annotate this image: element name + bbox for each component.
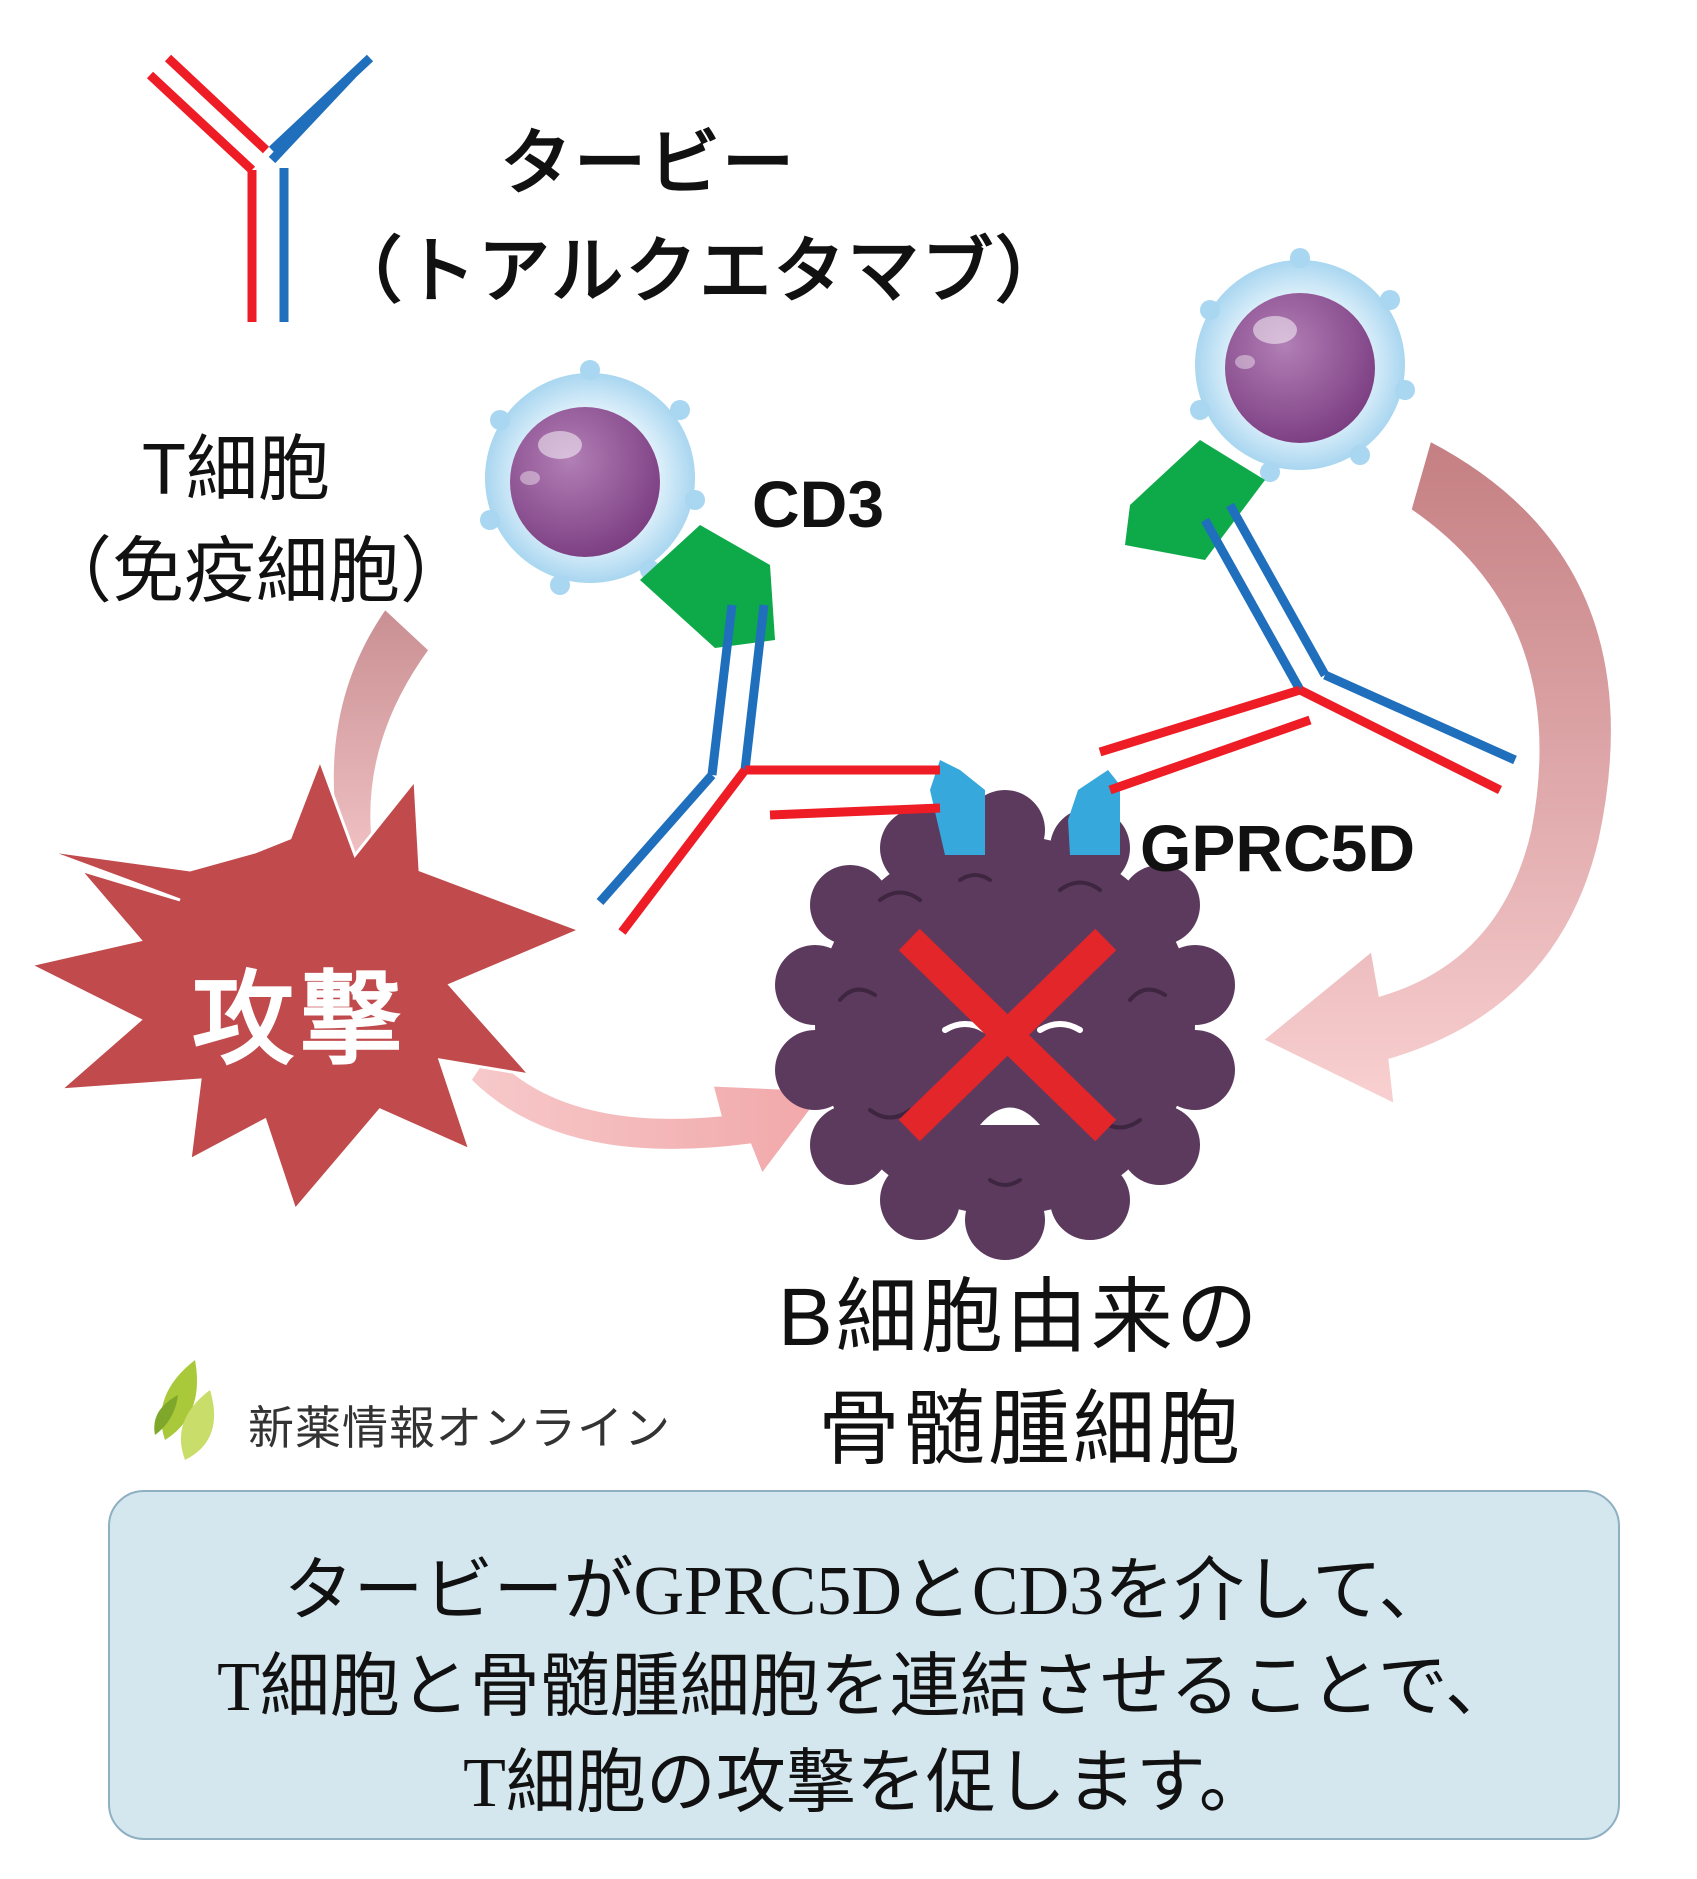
t-cell-label: T細胞	[142, 430, 330, 510]
myeloma-cell-label: 骨髄腫細胞	[818, 1384, 1244, 1475]
attack-label: 攻撃	[192, 963, 408, 1077]
caption-line-1: タービーがGPRC5DとCD3を介して、	[283, 1553, 1449, 1630]
logo-text: 新薬情報オンライン	[248, 1402, 671, 1454]
caption-box: タービーがGPRC5DとCD3を介して、 T細胞と骨髄腫細胞を連結させることで、…	[108, 1490, 1620, 1840]
gprc5d-receptor-right-icon	[1068, 770, 1120, 855]
gprc5d-receptor-left-icon	[930, 760, 985, 855]
attack-arrow-right	[1259, 437, 1614, 1108]
caption-line-2: T細胞と骨髄腫細胞を連結させることで、	[217, 1649, 1515, 1726]
gprc5d-label: GPRC5D	[1140, 811, 1416, 885]
caption-line-3: T細胞の攻撃を促します。	[463, 1745, 1269, 1822]
t-cell-right-icon	[1190, 248, 1415, 482]
attack-arrow-bottom	[468, 1047, 829, 1179]
b-cell-origin-label: B細胞由来の	[778, 1272, 1261, 1363]
attack-starburst-icon	[25, 755, 585, 1213]
cross-mark-icon	[898, 928, 1117, 1142]
drug-generic-name: （トアルクエタマブ）	[330, 232, 1070, 312]
bound-antibody-right-icon	[1098, 502, 1517, 795]
cd3-label: CD3	[752, 467, 885, 541]
leaf-logo-icon	[154, 1360, 215, 1460]
cd3-receptor-right-icon	[1125, 440, 1265, 560]
cd3-receptor-left-icon	[640, 525, 775, 648]
legend-antibody-icon	[146, 54, 374, 322]
immune-cell-label: （免疫細胞）	[40, 532, 473, 612]
t-cell-left-icon	[480, 360, 705, 595]
drug-name: タービー	[500, 124, 797, 204]
bound-antibody-left-icon	[596, 604, 941, 935]
